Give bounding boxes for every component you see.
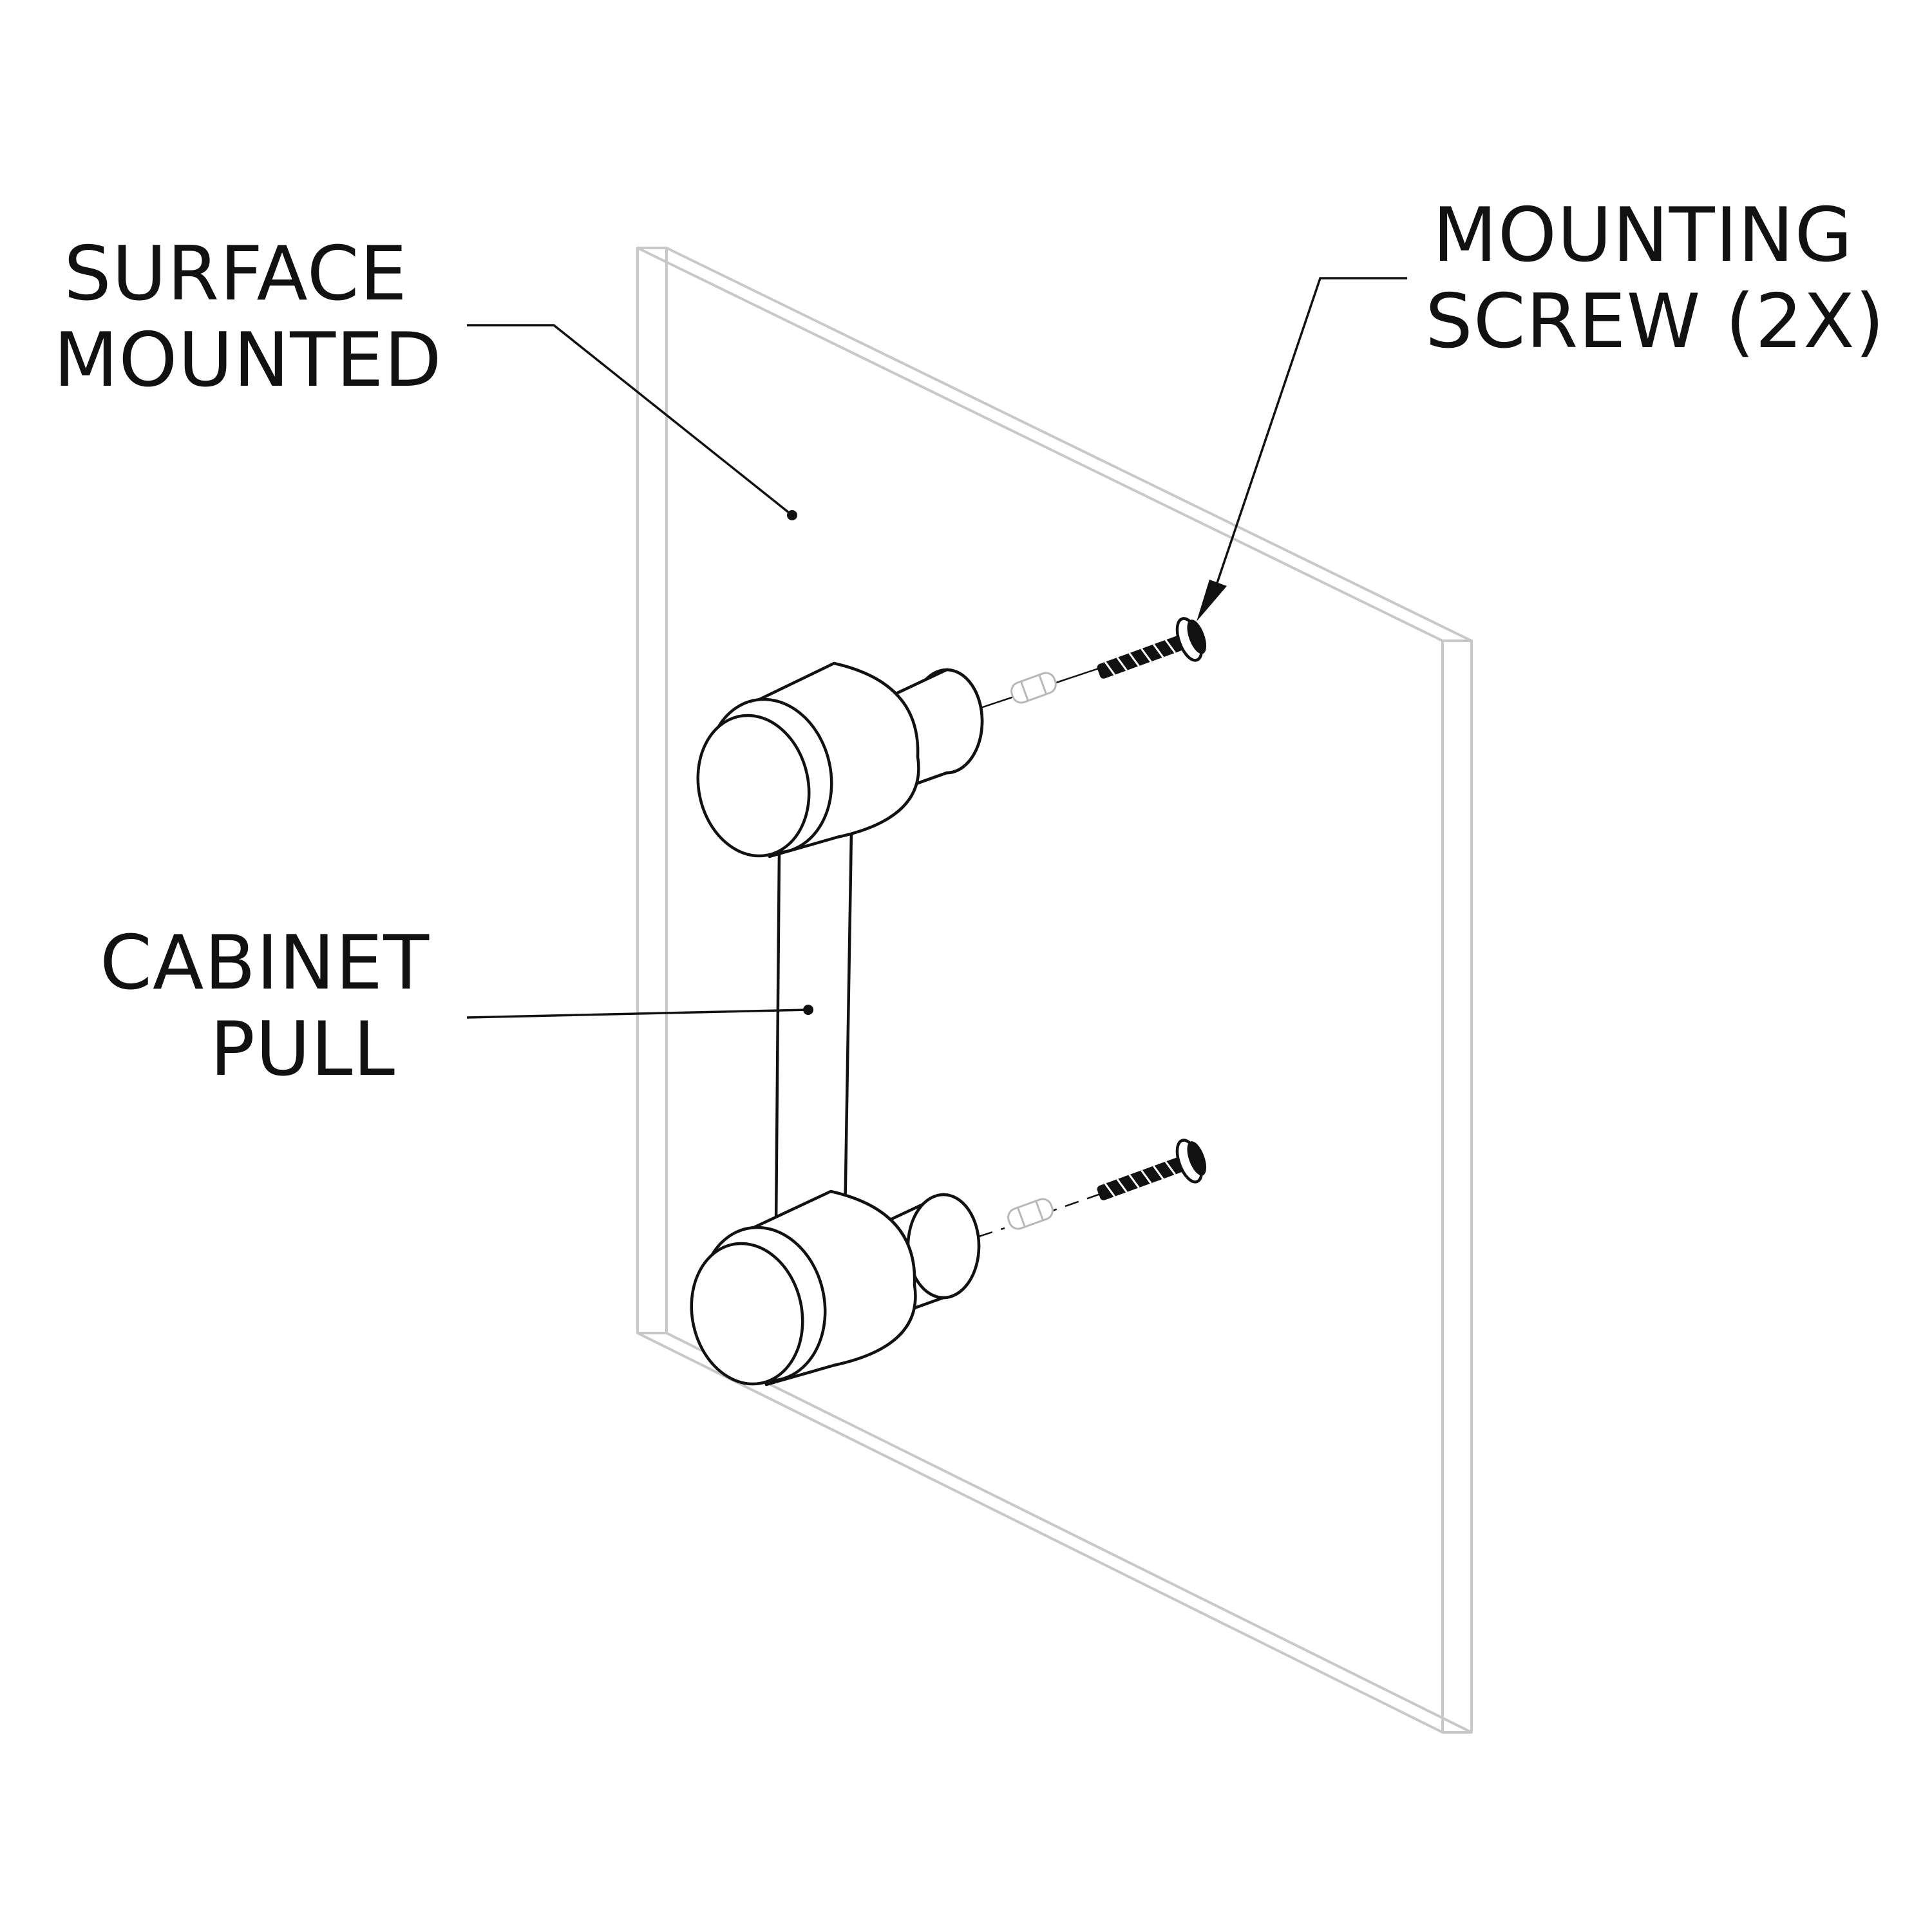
upper-post <box>696 661 984 858</box>
lower-sleeve <box>1007 1198 1054 1230</box>
cabinet-pull-label: CABINET PULL <box>100 920 454 1093</box>
surface-panel <box>636 247 1473 1734</box>
screw-label-line2: SCREW (2X) <box>1425 278 1885 365</box>
screw-label-line1: MOUNTING <box>1433 192 1853 279</box>
lower-post <box>690 1189 981 1387</box>
surface-mounted-label: SURFACE MOUNTED <box>53 231 442 404</box>
screw-leader-arrowhead <box>1197 580 1227 621</box>
pull-label-line2: PULL <box>210 1006 395 1093</box>
pull-label-line1: CABINET <box>100 920 430 1007</box>
upper-screw <box>1097 617 1207 679</box>
surface-label-line1: SURFACE <box>64 231 408 317</box>
surface-leader <box>467 324 797 520</box>
upper-sleeve <box>1010 672 1057 704</box>
mounting-screw-label: MOUNTING SCREW (2X) <box>1425 192 1885 365</box>
cabinet-pull-bar <box>774 829 853 1235</box>
lower-screw-assembly <box>978 1139 1207 1238</box>
surface-label-line2: MOUNTED <box>53 317 442 404</box>
lower-screw <box>1097 1139 1207 1200</box>
screw-leader <box>1197 277 1407 621</box>
upper-screw-assembly <box>978 617 1207 710</box>
pull-leader <box>466 1005 813 1019</box>
